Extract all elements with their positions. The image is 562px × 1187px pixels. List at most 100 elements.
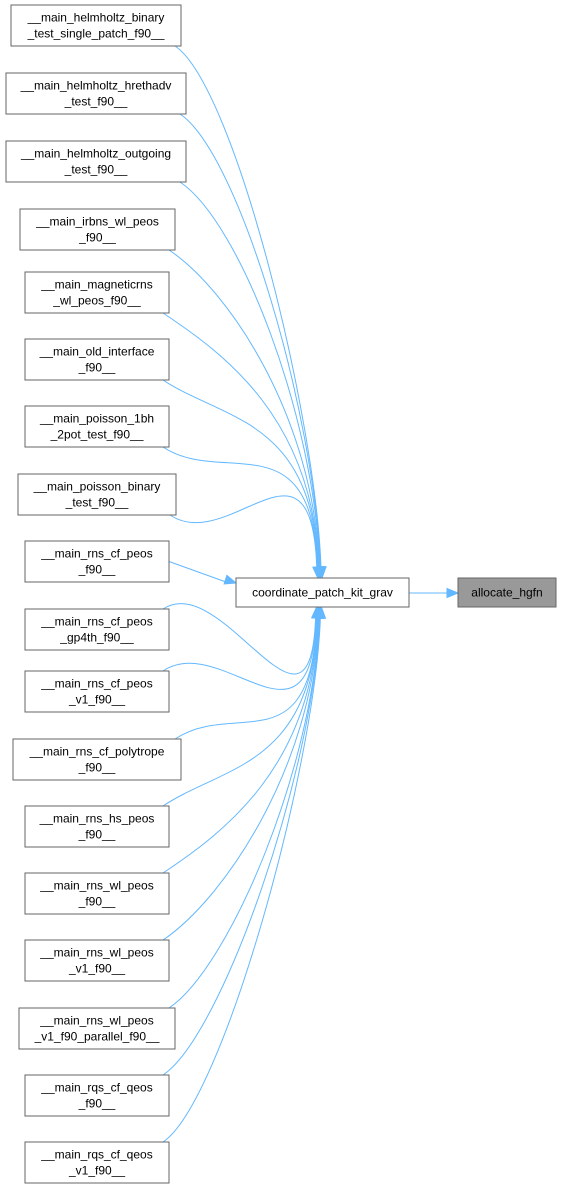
node-label: __main_old_interface — [39, 345, 155, 359]
node-box — [24, 1141, 170, 1184]
node-label: __main_helmholtz_outgoing — [20, 147, 171, 161]
graph-node[interactable]: __main_poisson_1bh _2pot_test_f90__ — [24, 405, 170, 448]
node-label: _test_f90__ — [65, 496, 129, 510]
node-label: __main_rns_cf_peos — [40, 547, 152, 561]
node-label: __main_rns_hs_peos — [39, 812, 155, 826]
node-label: _wl_peos_f90__ — [52, 294, 141, 308]
arrow-head — [312, 566, 323, 580]
node-label: __main_poisson_1bh — [39, 412, 154, 426]
graph-node[interactable]: __main_rqs_cf_qeos _f90__ — [24, 1074, 170, 1117]
arrow-head — [315, 605, 327, 619]
node-label: __main_helmholtz_binary — [27, 11, 165, 25]
node-label: _2pot_test_f90__ — [50, 428, 144, 442]
node-label: __main_rns_cf_peos — [40, 615, 152, 629]
call-edge — [169, 495, 318, 569]
node-label: _f90__ — [78, 563, 116, 577]
node-label: __main_rns_cf_peos — [40, 677, 152, 691]
call-edge — [179, 113, 321, 569]
call-edge — [162, 446, 318, 569]
graph-node[interactable]: __main_old_interface _f90__ — [24, 338, 170, 381]
arrow-head — [223, 574, 238, 585]
call-edge — [162, 603, 317, 675]
node-label: allocate_hgfn — [471, 586, 542, 600]
node-label: _f90__ — [78, 895, 116, 909]
node-label: _test_f90__ — [64, 163, 128, 177]
node-label: __main_magneticrns — [40, 278, 152, 292]
node-box — [24, 939, 170, 982]
call-edge — [162, 616, 319, 874]
call-edge — [162, 312, 320, 569]
node-label: coordinate_patch_kit_grav — [252, 586, 393, 600]
node-label: __main_irbns_wl_peos — [35, 215, 159, 229]
node-label: __main_rns_wl_peos — [39, 1014, 153, 1028]
graph-node[interactable]: __main_rns_hs_peos _f90__ — [24, 805, 170, 848]
graph-node[interactable]: __main_rns_cf_peos _gp4th_f90__ — [24, 608, 170, 651]
call-edge — [174, 616, 318, 740]
graph-node[interactable]: __main_helmholtz_hrethadv _test_f90__ — [5, 72, 187, 115]
node-label: __main_poisson_binary — [33, 480, 161, 494]
node-box — [12, 738, 182, 781]
node-box — [24, 670, 170, 713]
node-box — [24, 872, 170, 915]
graph-node[interactable]: __main_rns_cf_peos _v1_f90__ — [24, 670, 170, 713]
node-label: _f90__ — [78, 361, 116, 375]
graph-node[interactable]: __main_rns_wl_peos _v1_f90_parallel_f90__ — [18, 1007, 176, 1050]
graph-node[interactable]: __main_rns_wl_peos _f90__ — [24, 872, 170, 915]
node-label: _f90__ — [78, 761, 116, 775]
node-box — [24, 405, 170, 448]
node-label: _test_f90__ — [64, 95, 128, 109]
call-edge — [162, 616, 317, 690]
node-box — [18, 1007, 176, 1050]
call-edge — [162, 616, 321, 1143]
node-label: __main_rns_wl_peos — [39, 879, 153, 893]
node-box — [24, 271, 170, 314]
call-edge — [162, 616, 321, 1076]
graph-node[interactable]: __main_irbns_wl_peos _f90__ — [19, 208, 176, 251]
graph-node[interactable]: __main_helmholtz_binary _test_single_patc… — [10, 4, 182, 47]
node-box — [24, 338, 170, 381]
call-edge — [168, 561, 227, 583]
node-box — [457, 577, 557, 608]
call-edge — [162, 616, 320, 941]
node-box — [10, 4, 182, 47]
node-box — [24, 540, 170, 583]
node-box — [5, 72, 187, 115]
call-edge — [162, 616, 318, 807]
node-label: _v1_f90__ — [68, 1164, 125, 1178]
node-box — [17, 473, 177, 516]
graph-node[interactable]: __main_helmholtz_outgoing _test_f90__ — [5, 140, 187, 183]
graph-node[interactable]: __main_magneticrns _wl_peos_f90__ — [24, 271, 170, 314]
graph-node[interactable]: __main_rns_cf_polytrope _f90__ — [12, 738, 182, 781]
call-edge — [174, 45, 322, 569]
call-edge — [179, 181, 321, 569]
node-box — [235, 577, 410, 608]
node-box — [24, 1074, 170, 1117]
graph-node[interactable]: allocate_hgfn — [457, 577, 557, 608]
node-label: __main_rqs_cf_qeos — [40, 1081, 152, 1095]
node-label: _f90__ — [78, 231, 116, 245]
graph-node[interactable]: __main_rns_wl_peos _v1_f90__ — [24, 939, 170, 982]
graph-node[interactable]: __main_poisson_binary _test_f90__ — [17, 473, 177, 516]
call-edge — [168, 616, 320, 1009]
arrow-head — [446, 587, 460, 599]
node-box — [5, 140, 187, 183]
node-label: _gp4th_f90__ — [59, 631, 134, 645]
call-edge — [168, 249, 320, 569]
node-label: _f90__ — [78, 828, 116, 842]
node-label: __main_rns_cf_polytrope — [29, 745, 165, 759]
node-label: _test_single_patch_f90__ — [27, 27, 165, 41]
graph-node[interactable]: coordinate_patch_kit_grav — [235, 577, 410, 608]
node-label: _v1_f90__ — [68, 693, 125, 707]
node-label: _v1_f90__ — [68, 962, 125, 976]
node-label: _v1_f90_parallel_f90__ — [34, 1030, 160, 1044]
node-box — [24, 608, 170, 651]
call-edge — [162, 379, 319, 569]
node-label: _f90__ — [78, 1097, 116, 1111]
node-label: __main_rqs_cf_qeos — [40, 1148, 152, 1162]
graph-node[interactable]: __main_rns_cf_peos _f90__ — [24, 540, 170, 583]
node-label: __main_rns_wl_peos — [39, 946, 153, 960]
node-box — [24, 805, 170, 848]
graph-node[interactable]: __main_rqs_cf_qeos _v1_f90__ — [24, 1141, 170, 1184]
node-label: __main_helmholtz_hrethadv — [20, 79, 172, 93]
